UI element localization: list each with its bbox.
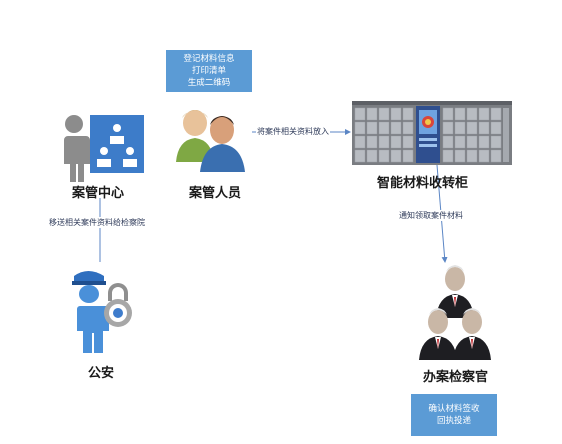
case-staff-label: 案管人员 [189,186,242,201]
confirm-note: 确认材料签收 回执投递 [411,394,497,436]
case-center-label: 案管中心 [72,186,125,201]
register-note-line: 登记材料信息 [183,54,235,64]
edge-label-center-to-police: 移送相关案件资料给检察院 [48,217,146,228]
confirm-note-line: 确认材料签收 [428,404,480,414]
confirm-note-line: 回执投递 [436,416,471,426]
edge-label-cabinet-to-prosecutor: 通知领取案件材料 [398,210,464,221]
prosecutor-label: 办案检察官 [423,370,489,385]
smart-cabinet-label: 智能材料收转柜 [377,176,469,191]
edge-label-staff-to-cabinet: 将案件相关资料放入 [256,126,330,137]
register-note: 登记材料信息 打印清单 生成二维码 [166,50,252,92]
police-label: 公安 [88,366,115,381]
register-note-line: 打印清单 [191,66,226,76]
register-note-line: 生成二维码 [187,78,231,88]
